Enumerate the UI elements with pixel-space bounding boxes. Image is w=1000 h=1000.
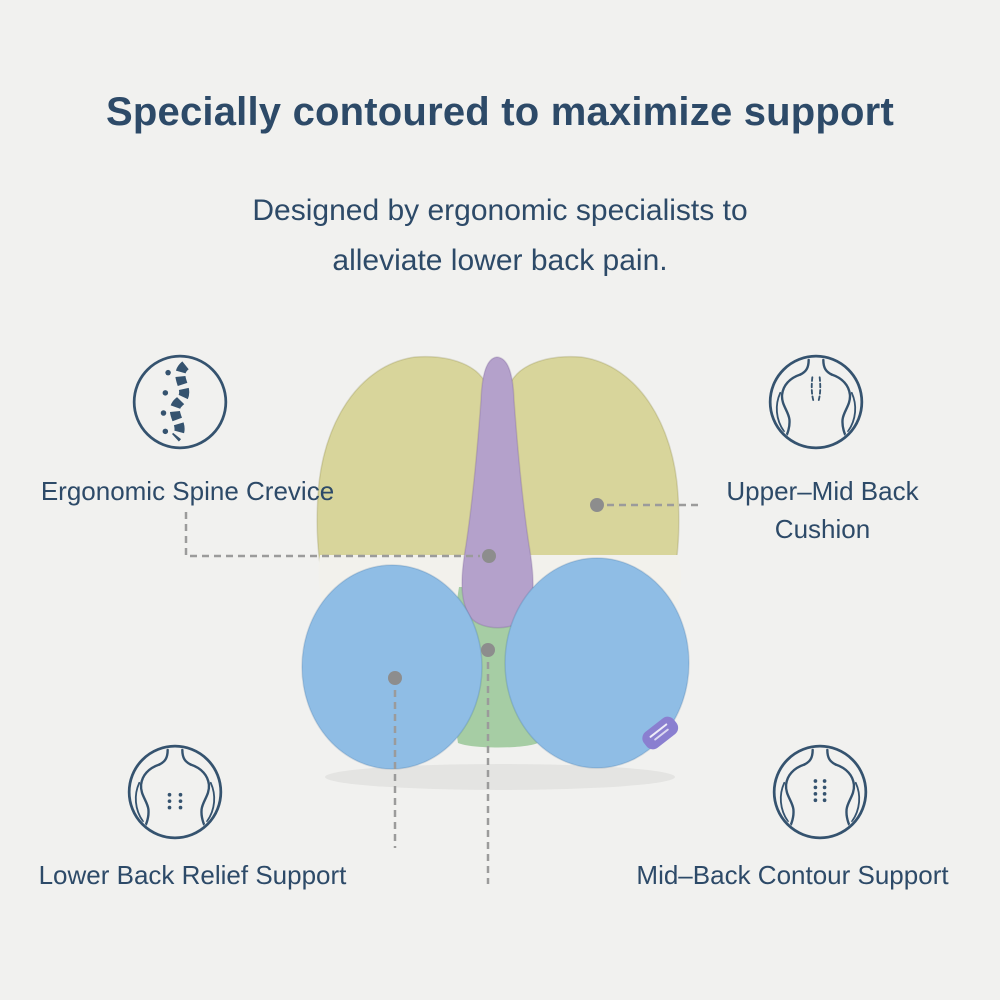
brand-tag xyxy=(642,716,679,750)
icon-badge-mid-back xyxy=(765,737,875,847)
lower-back-icon xyxy=(127,744,223,840)
icon-badge-upper-back xyxy=(761,347,871,457)
icon-badge-lower-back xyxy=(120,737,230,847)
label-lower-back: Lower Back Relief Support xyxy=(38,860,347,890)
subtitle-line-2: alleviate lower back pain. xyxy=(332,244,668,277)
upper-back-icon xyxy=(768,354,864,450)
icon-badge-spine xyxy=(125,347,235,457)
subtitle-line-1: Designed by ergonomic specialists to xyxy=(252,194,748,227)
pillow-lower-left-lobe xyxy=(301,564,483,770)
page-title: Specially contoured to maximize support xyxy=(106,90,894,134)
label-upper-mid-back-line-2: Cushion xyxy=(774,514,871,544)
page-subtitle: Designed by ergonomic specialists to all… xyxy=(0,186,1000,286)
mid-back-icon xyxy=(772,744,868,840)
pillow-spine-crevice xyxy=(461,356,534,629)
label-spine-crevice: Ergonomic Spine Crevice xyxy=(40,476,335,506)
pillow-illustration xyxy=(301,355,690,790)
spine-icon xyxy=(132,354,228,450)
label-mid-back: Mid–Back Contour Support xyxy=(636,860,949,890)
label-upper-mid-back-line-1: Upper–Mid Back xyxy=(726,476,919,506)
pillow-shadow xyxy=(325,764,675,790)
label-upper-mid-back: Upper–Mid Back Cushion xyxy=(675,472,970,548)
pillow-lower-right-lobe xyxy=(504,557,690,769)
